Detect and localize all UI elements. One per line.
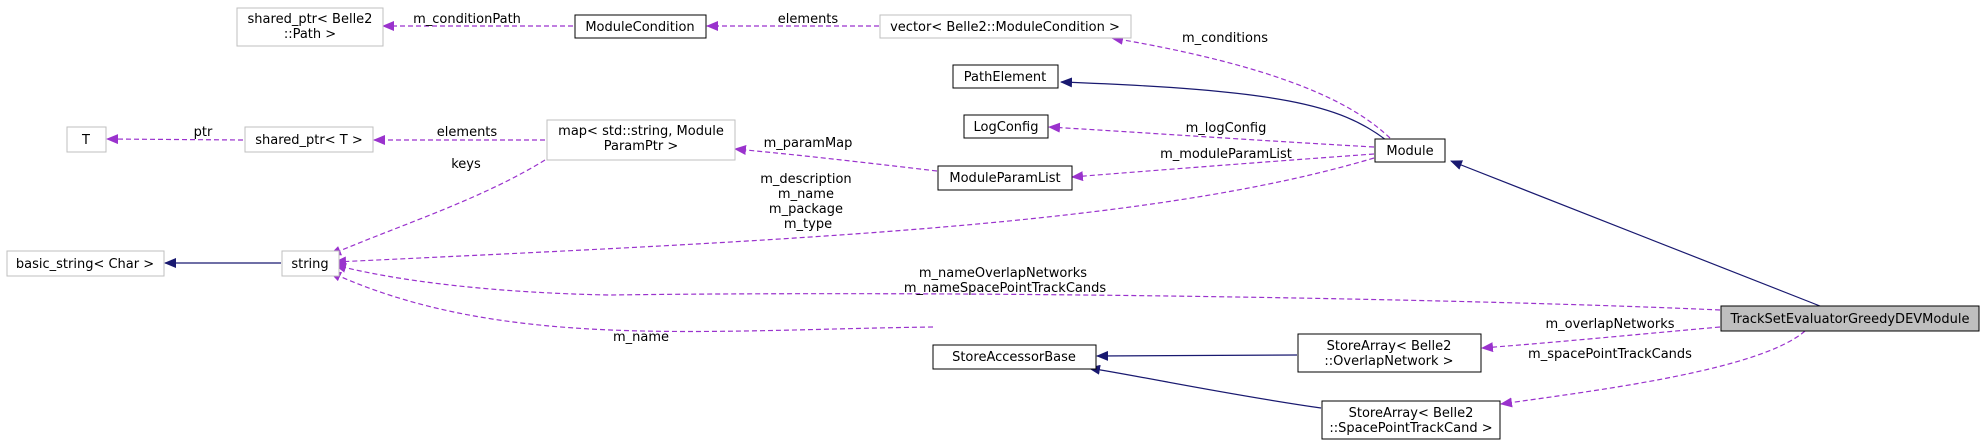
svg-text:shared_ptr< T >: shared_ptr< T >: [255, 133, 362, 148]
node-shared-ptr-t[interactable]: shared_ptr< T >: [244, 126, 374, 153]
edges: [106, 21, 1821, 409]
label-m-description-group: m_description m_name m_package m_type: [760, 172, 856, 232]
node-store-accessor-base[interactable]: StoreAccessorBase: [932, 344, 1097, 370]
svg-text:ModuleParamList: ModuleParamList: [949, 171, 1060, 186]
edge-module-to-log-config: [1048, 122, 1375, 148]
edge-shared-ptr-t-to-t: [106, 134, 244, 145]
nodes: shared_ptr< Belle2::Path > ModuleConditi…: [6, 7, 1980, 440]
label-m-condition-path: m_conditionPath: [413, 12, 521, 27]
node-vector-module-condition[interactable]: vector< Belle2::ModuleCondition >: [879, 14, 1132, 39]
node-string[interactable]: string: [281, 250, 340, 277]
label-elements-condition: elements: [778, 12, 839, 27]
svg-text:shared_ptr< Belle2::Path >: shared_ptr< Belle2::Path >: [248, 12, 373, 42]
node-module-param-list[interactable]: ModuleParamList: [937, 165, 1073, 191]
node-track-set-evaluator[interactable]: TrackSetEvaluatorGreedyDEVModule: [1720, 305, 1980, 332]
edge-map-to-string: [329, 159, 546, 256]
svg-text:string: string: [291, 257, 328, 272]
edge-module-to-vector: [1111, 34, 1391, 139]
svg-text:basic_string< Char >: basic_string< Char >: [16, 257, 154, 272]
svg-text:vector< Belle2::ModuleConditio: vector< Belle2::ModuleCondition >: [890, 20, 1120, 35]
edge-track-set-to-store-array-sptc: [1500, 330, 1806, 408]
edge-labels: m_conditionPath elements m_conditions pt…: [194, 12, 1693, 362]
edge-module-to-string: [334, 157, 1375, 267]
node-log-config[interactable]: LogConfig: [963, 114, 1049, 139]
label-m-param-map: m_paramMap: [764, 136, 853, 151]
svg-text:StoreArray< Belle2::SpacePoint: StoreArray< Belle2::SpacePointTrackCand …: [1329, 406, 1492, 436]
node-store-array-sptc[interactable]: StoreArray< Belle2::SpacePointTrackCand …: [1321, 400, 1501, 440]
label-m-space-point-track-cands: m_spacePointTrackCands: [1528, 347, 1692, 362]
node-module-condition[interactable]: ModuleCondition: [574, 14, 707, 39]
edge-module-param-list-to-map: [734, 145, 938, 172]
edge-store-array-overlap-to-store-accessor-base: [1096, 350, 1298, 361]
edge-store-accessor-base-to-string: [329, 271, 934, 333]
label-m-name: m_name: [613, 330, 669, 345]
node-shared-ptr-path[interactable]: shared_ptr< Belle2::Path >: [236, 7, 384, 47]
edge-store-array-sptc-to-store-accessor-base: [1088, 364, 1322, 409]
edge-module-to-module-param-list: [1071, 153, 1375, 182]
node-module[interactable]: Module: [1374, 138, 1446, 163]
label-keys: keys: [451, 157, 481, 172]
edge-module-to-path-element: [1060, 77, 1387, 141]
label-m-name-overlap-group: m_nameOverlapNetworks m_nameSpacePointTr…: [904, 266, 1106, 296]
edge-track-set-to-module: [1450, 160, 1821, 307]
label-m-module-param-list: m_moduleParamList: [1160, 147, 1292, 162]
svg-text:StoreArray< Belle2::OverlapNet: StoreArray< Belle2::OverlapNetwork >: [1324, 339, 1453, 369]
node-store-array-overlap[interactable]: StoreArray< Belle2::OverlapNetwork >: [1297, 333, 1482, 373]
label-m-conditions: m_conditions: [1182, 31, 1268, 46]
svg-text:LogConfig: LogConfig: [974, 120, 1039, 135]
label-m-overlap-networks: m_overlapNetworks: [1545, 317, 1674, 332]
edge-track-set-to-string: [334, 262, 1721, 311]
label-elements-t: elements: [437, 125, 498, 140]
svg-text:TrackSetEvaluatorGreedyDEVModu: TrackSetEvaluatorGreedyDEVModule: [1730, 312, 1970, 327]
svg-text:PathElement: PathElement: [964, 70, 1046, 85]
node-t[interactable]: T: [66, 126, 107, 153]
edge-track-set-to-store-array-overlap: [1481, 326, 1721, 353]
label-ptr: ptr: [194, 125, 213, 140]
node-path-element[interactable]: PathElement: [952, 64, 1059, 89]
node-basic-string[interactable]: basic_string< Char >: [6, 250, 165, 277]
svg-text:StoreAccessorBase: StoreAccessorBase: [952, 350, 1076, 365]
svg-text:Module: Module: [1386, 144, 1433, 159]
svg-text:ModuleCondition: ModuleCondition: [585, 20, 694, 35]
svg-text:T: T: [81, 133, 90, 148]
label-m-log-config: m_logConfig: [1186, 121, 1267, 136]
